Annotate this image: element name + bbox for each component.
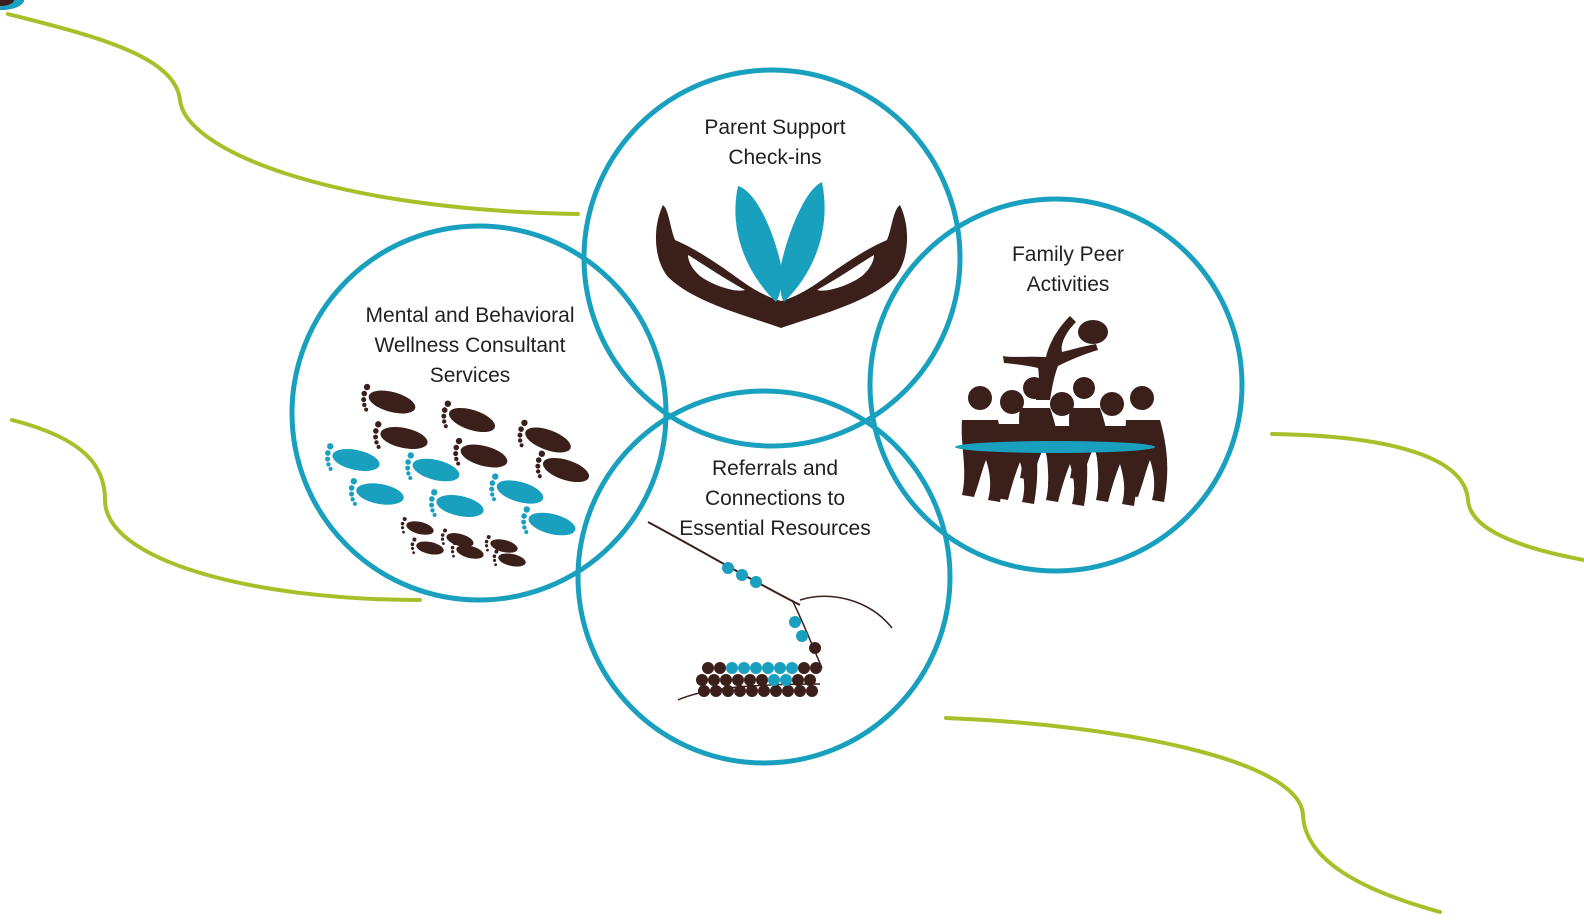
wave-line-middle-left (10, 418, 422, 602)
label-line: Mental and Behavioral (365, 304, 575, 327)
beadwork-needle-icon (647, 521, 893, 701)
wave-line-bottom-right (944, 716, 1442, 914)
decorative-wave-lines (6, 12, 1584, 914)
label-mental-behavioral: Mental and Behavioral Wellness Consultan… (320, 301, 620, 391)
label-line: Services (429, 364, 511, 387)
circle-family-peer (867, 196, 1245, 574)
wave-line-right (1270, 432, 1584, 562)
needle-beads (722, 562, 808, 642)
label-family-peer: Family Peer Activities (918, 240, 1218, 300)
footprints-icon (0, 0, 593, 573)
group-celebration-icon (955, 316, 1168, 506)
label-line: Family Peer (1011, 243, 1125, 266)
label-line: Parent Support (704, 116, 846, 139)
label-line: Referrals and (711, 457, 839, 480)
bead-rows (696, 662, 822, 697)
hands-heart-icon (655, 182, 908, 328)
circle-referrals (575, 388, 953, 766)
label-line: Check-ins (728, 146, 822, 169)
label-line: Activities (1026, 273, 1110, 296)
teal-ribbon (955, 441, 1155, 453)
label-line: Essential Resources (679, 517, 871, 540)
wave-line-top-left (6, 12, 580, 216)
footprint-small (0, 0, 14, 6)
label-line: Connections to (704, 487, 846, 510)
service-circles (289, 67, 1245, 766)
label-parent-support: Parent Support Check-ins (625, 113, 925, 173)
label-line: Wellness Consultant (374, 334, 566, 357)
circle-mental-behavioral (289, 223, 669, 603)
label-referrals: Referrals and Connections to Essential R… (625, 454, 925, 544)
